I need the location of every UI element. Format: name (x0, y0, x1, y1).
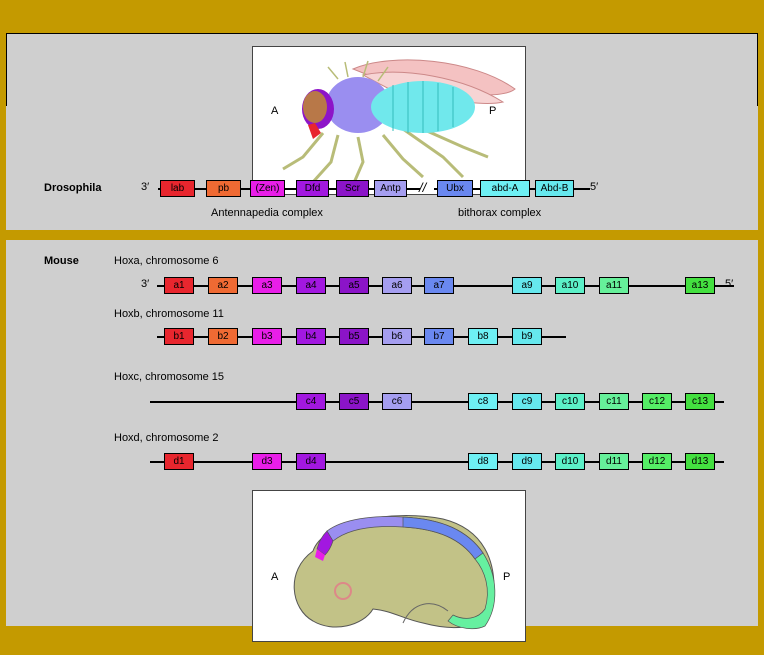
drosophila-gene-box: Ubx (437, 180, 473, 197)
mouse-cluster-title: Hoxa, chromosome 6 (114, 255, 219, 267)
mouse-gene-box: d12 (642, 453, 672, 470)
antennapedia-complex-label: Antennapedia complex (211, 207, 323, 219)
drosophila-5prime-label: 5′ (590, 181, 599, 193)
drosophila-gene-box: Dfd (296, 180, 329, 197)
mouse-cluster-title: Hoxb, chromosome 11 (114, 308, 224, 320)
mouse-gene-box: d10 (555, 453, 585, 470)
drosophila-gene-box: Abd-B (535, 180, 574, 197)
mouse-gene-box: a4 (296, 277, 326, 294)
bithorax-complex-label: bithorax complex (458, 207, 542, 219)
mouse-gene-box: a5 (339, 277, 369, 294)
mouse-gene-box: d9 (512, 453, 542, 470)
mouse-chromosome-line (150, 461, 724, 463)
mouse-gene-box: b8 (468, 328, 498, 345)
mouse-gene-box: b7 (424, 328, 454, 345)
drosophila-label: Drosophila (44, 182, 102, 194)
mouse-gene-box: b4 (296, 328, 326, 345)
mouse-label: Mouse (44, 255, 79, 267)
mouse-cluster-title: Hoxc, chromosome 15 (114, 371, 225, 383)
mouse-gene-box: a2 (208, 277, 238, 294)
fly-posterior-label: P (489, 105, 497, 117)
mouse-chromosome-line (150, 401, 724, 403)
mouse-gene-box: b2 (208, 328, 238, 345)
mouse-gene-box: d3 (252, 453, 282, 470)
mouse-gene-box: b6 (382, 328, 412, 345)
mouse-gene-box: c12 (642, 393, 672, 410)
mouse-gene-box: d1 (164, 453, 194, 470)
fly-anterior-label: A (271, 105, 279, 117)
drosophila-break-mark: // (419, 180, 427, 195)
drosophila-gene-box: lab (160, 180, 195, 197)
mouse-gene-box: a13 (685, 277, 715, 294)
mouse-gene-box: d13 (685, 453, 715, 470)
mouse-3prime-label: 3′ (141, 278, 150, 290)
mouse-gene-box: c10 (555, 393, 585, 410)
mouse-5prime-label: 5′ (725, 278, 734, 290)
mouse-gene-box: c8 (468, 393, 498, 410)
fly-drawing (282, 59, 516, 186)
mouse-gene-box: b9 (512, 328, 542, 345)
drosophila-chromosome-line (158, 188, 420, 190)
mouse-gene-box: c13 (685, 393, 715, 410)
mouse-gene-box: a11 (599, 277, 629, 294)
mouse-gene-box: a9 (512, 277, 542, 294)
mouse-gene-box: a7 (424, 277, 454, 294)
mouse-gene-box: a6 (382, 277, 412, 294)
mouse-gene-box: c4 (296, 393, 326, 410)
mouse-cluster-title: Hoxd, chromosome 2 (114, 432, 219, 444)
mouse-gene-box: c6 (382, 393, 412, 410)
mouse-gene-box: c9 (512, 393, 542, 410)
fly-illustration: A P (252, 46, 526, 195)
mouse-panel: Mouse Hoxa, chromosome 6 3′ 5′ a1 a2 a3 a4 a5 a6… (6, 240, 758, 642)
mouse-gene-box: a3 (252, 277, 282, 294)
mouse-gene-box: b5 (339, 328, 369, 345)
mouse-gene-box: a10 (555, 277, 585, 294)
mouse-gene-box: d11 (599, 453, 629, 470)
mouse-gene-box: c11 (599, 393, 629, 410)
embryo-posterior-label: P (503, 571, 511, 583)
drosophila-gene-box: Scr (336, 180, 369, 197)
mouse-gene-box: a1 (164, 277, 194, 294)
drosophila-gene-box: abd-A (480, 180, 530, 197)
embryo-anterior-label: A (271, 571, 279, 583)
mouse-gene-box: d4 (296, 453, 326, 470)
drosophila-3prime-label: 3′ (141, 181, 150, 193)
mouse-gene-box: b1 (164, 328, 194, 345)
embryo-drawing (293, 515, 496, 630)
mouse-gene-box: c5 (339, 393, 369, 410)
mouse-gene-box: d8 (468, 453, 498, 470)
mouse-gene-box: b3 (252, 328, 282, 345)
drosophila-gene-box: pb (206, 180, 241, 197)
embryo-illustration: A P (252, 490, 526, 642)
drosophila-gene-box: Antp (374, 180, 407, 197)
drosophila-gene-box: (Zen) (250, 180, 285, 197)
